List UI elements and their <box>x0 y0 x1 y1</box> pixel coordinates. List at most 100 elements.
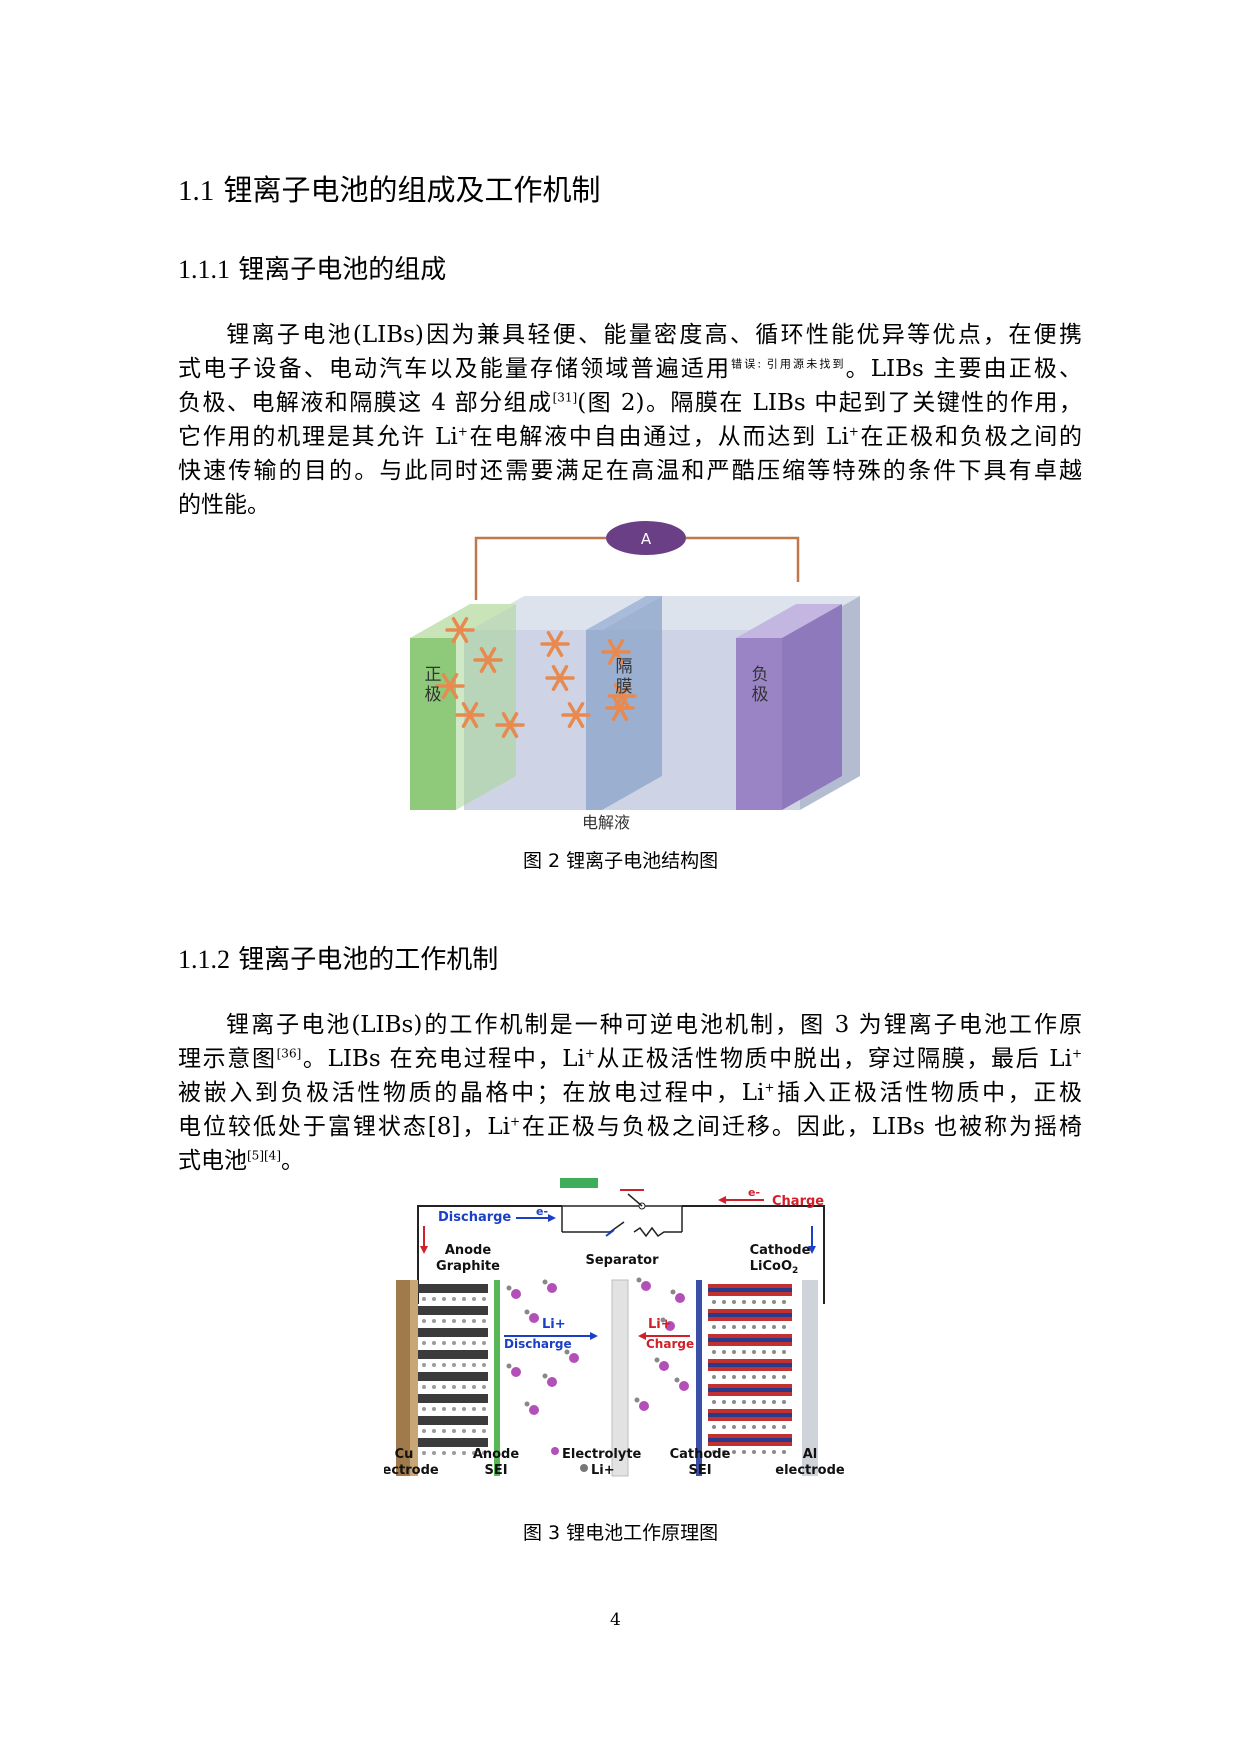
solvated-ion <box>641 1281 651 1291</box>
lithium-site <box>762 1450 766 1454</box>
negative-label-2: 极 <box>752 685 769 705</box>
lithium-ion <box>545 664 575 692</box>
solvated-ion <box>511 1289 521 1299</box>
intercalated-li <box>472 1451 476 1455</box>
li-ion <box>564 1349 570 1355</box>
battery-icon <box>560 1178 598 1188</box>
electron-label-charge: e- <box>748 1186 760 1199</box>
separator-label-1: 隔 <box>616 657 633 677</box>
intercalated-li <box>452 1451 456 1455</box>
intercalated-li <box>432 1341 436 1345</box>
li-discharge-label: Li+ <box>542 1317 566 1332</box>
li-ion <box>636 1277 642 1283</box>
lithium-ions <box>435 616 637 739</box>
solvated-ion <box>569 1353 579 1363</box>
lithium-ion <box>605 694 635 722</box>
lithium-site <box>742 1450 746 1454</box>
figure-3-caption: 图 3 锂电池工作原理图 <box>523 1522 719 1544</box>
graphite-layer <box>418 1394 488 1403</box>
lithium-site <box>712 1375 716 1379</box>
lithium-site <box>732 1350 736 1354</box>
intercalated-li <box>462 1451 466 1455</box>
solvated-ion <box>529 1313 539 1323</box>
lithium-ion <box>495 711 525 739</box>
intercalated-li <box>482 1407 486 1411</box>
intercalated-li <box>432 1363 436 1367</box>
ammeter-label: A <box>641 530 652 548</box>
graphite-layer <box>418 1438 488 1447</box>
lithium-site <box>762 1300 766 1304</box>
charge-label-mid: Charge <box>646 1337 694 1351</box>
al-label: Al <box>803 1447 818 1462</box>
al-electrode <box>802 1280 818 1476</box>
lithium-site <box>752 1450 756 1454</box>
intercalated-li <box>452 1341 456 1345</box>
intercalated-li <box>432 1319 436 1323</box>
li-ion <box>670 1289 676 1295</box>
intercalated-li <box>432 1429 436 1433</box>
lithium-site <box>772 1400 776 1404</box>
intercalated-li <box>422 1363 426 1367</box>
battery-structure-figure: A 正 极 隔 膜 负 极 电解液 <box>410 521 860 830</box>
intercalated-li <box>442 1341 446 1345</box>
lithium-site <box>782 1375 786 1379</box>
intercalated-li <box>462 1363 466 1367</box>
solvated-ion <box>659 1361 669 1371</box>
negative-electrode <box>736 638 782 810</box>
cathode-label: Cathode <box>750 1243 811 1258</box>
lithium-site <box>782 1350 786 1354</box>
intercalated-li <box>462 1297 466 1301</box>
lithium-site <box>712 1425 716 1429</box>
citation-ref[interactable]: [5][4] <box>247 1148 281 1163</box>
lithium-site <box>732 1400 736 1404</box>
intercalated-li <box>472 1341 476 1345</box>
lithium-site <box>722 1375 726 1379</box>
intercalated-li <box>462 1319 466 1323</box>
battery-working-principle-figure: Discharge e- e- Charge Anode Graphite Se… <box>384 1178 845 1478</box>
intercalated-li <box>432 1451 436 1455</box>
wire-right <box>686 536 800 582</box>
li-charge-label: Li+ <box>648 1317 672 1332</box>
lithium-site <box>712 1350 716 1354</box>
lithium-ion <box>540 630 570 658</box>
li-ion <box>506 1285 512 1291</box>
anode-sei <box>494 1280 500 1476</box>
intercalated-li <box>442 1363 446 1367</box>
solvated-ion <box>675 1293 685 1303</box>
intercalated-li <box>462 1341 466 1345</box>
positive-label-2: 极 <box>425 685 442 705</box>
lithium-site <box>782 1400 786 1404</box>
lithium-site <box>762 1325 766 1329</box>
lithium-site <box>742 1375 746 1379</box>
lithium-site <box>782 1325 786 1329</box>
lithium-site <box>732 1375 736 1379</box>
lithium-site <box>712 1300 716 1304</box>
positive-electrode <box>410 638 456 810</box>
resistor <box>633 1226 682 1238</box>
intercalated-li <box>442 1297 446 1301</box>
citation-ref[interactable]: [36] <box>276 1046 302 1061</box>
solvated-ion <box>679 1381 689 1391</box>
ammeter <box>606 521 686 555</box>
lithium-ion <box>435 672 465 700</box>
cobalt-oxide-layer <box>708 1438 792 1442</box>
lithium-site <box>752 1300 756 1304</box>
wire-left <box>474 536 606 600</box>
intercalated-li <box>462 1407 466 1411</box>
separator-label: Separator <box>586 1253 660 1268</box>
cobalt-oxide-layer <box>708 1363 792 1367</box>
intercalated-li <box>422 1407 426 1411</box>
negative-label-1: 负 <box>752 665 769 685</box>
intercalated-li <box>432 1385 436 1389</box>
electron-label-top: e- <box>536 1205 548 1218</box>
li-ion <box>674 1377 680 1383</box>
citation-ref[interactable]: [31] <box>552 390 578 405</box>
intercalated-li <box>452 1297 456 1301</box>
lithium-site <box>752 1325 756 1329</box>
lithium-site <box>722 1425 726 1429</box>
anode-sei-label-2: SEI <box>484 1463 507 1478</box>
intercalated-li <box>422 1429 426 1433</box>
cobalt-oxide-layer <box>708 1413 792 1417</box>
lithium-site <box>742 1350 746 1354</box>
